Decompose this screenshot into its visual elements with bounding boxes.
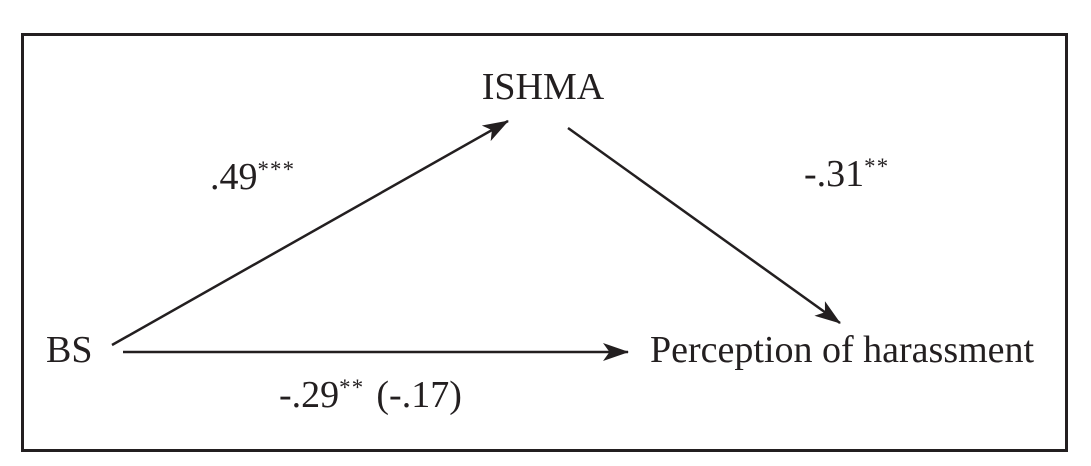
- node-bs: BS: [46, 329, 93, 371]
- arrow-ishma-to-perception: [567, 126, 841, 325]
- significance-stars: ***: [257, 157, 296, 183]
- arrow-bs-to-ishma: [111, 119, 509, 347]
- path-coefficient-bs-to-perception: -.29** (-.17): [279, 376, 462, 414]
- node-perception-of-harassment: Perception of harassment: [650, 329, 1035, 371]
- figure-border: [21, 33, 1068, 452]
- significance-stars: **: [864, 154, 890, 180]
- path-coefficient-bs-to-ishma: .49***: [210, 158, 295, 196]
- significance-stars: **: [339, 375, 365, 401]
- coefficient-value: .49: [210, 156, 258, 198]
- path-coefficient-ishma-to-perception: -.31**: [804, 155, 889, 193]
- node-ishma: ISHMA: [481, 66, 605, 108]
- indirect-effect-value: (-.17): [376, 374, 462, 416]
- coefficient-value: -.29: [279, 374, 340, 416]
- coefficient-value: -.31: [804, 153, 865, 195]
